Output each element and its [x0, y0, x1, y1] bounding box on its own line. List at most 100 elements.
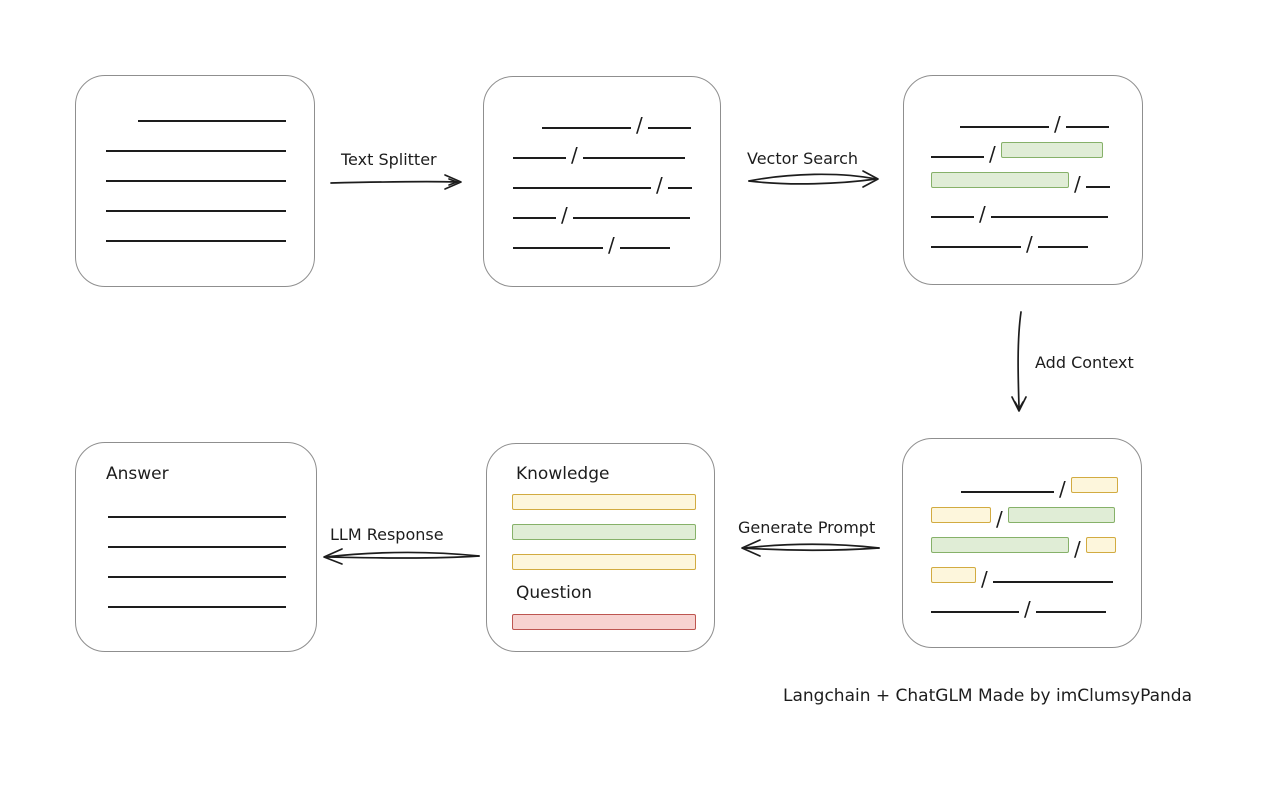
chunk-row: / — [513, 219, 720, 255]
chunk-row: / — [931, 158, 1142, 194]
text-line — [1065, 126, 1109, 128]
chunk-row — [108, 518, 316, 548]
green-highlight-bar — [1007, 507, 1115, 523]
text-line — [106, 210, 286, 212]
text-line — [992, 581, 1113, 583]
chunk-row — [106, 212, 314, 242]
slash-separator: / — [1074, 537, 1081, 561]
text-line — [513, 247, 603, 249]
text-line — [106, 240, 286, 242]
slash-separator: / — [1024, 597, 1031, 621]
text-line — [108, 516, 286, 518]
vector-search-label: Vector Search — [747, 149, 859, 168]
knowledge-bars — [512, 494, 714, 584]
slash-separator: / — [1074, 172, 1081, 196]
slash-separator: / — [1059, 477, 1066, 501]
chunk-row — [106, 122, 314, 152]
generate-prompt-arrow — [741, 539, 880, 557]
text-line — [647, 127, 691, 129]
text-line — [582, 157, 685, 159]
chunk-row — [108, 548, 316, 578]
chunk-row — [106, 182, 314, 212]
caption: Langchain + ChatGLM Made by imClumsyPand… — [783, 686, 1192, 706]
yellow-highlight-bar — [1070, 477, 1118, 493]
chunk-row — [106, 152, 314, 182]
llm-response-arrow — [323, 548, 480, 565]
text-line — [513, 187, 651, 189]
text-line — [572, 217, 690, 219]
context-chunk-lines: / / / / / — [903, 439, 1141, 619]
answer-box: Answer — [75, 442, 317, 652]
question-label: Question — [516, 583, 593, 603]
answer-label: Answer — [106, 464, 169, 484]
slash-separator: / — [996, 507, 1003, 531]
text-line — [108, 606, 286, 608]
text-line — [960, 126, 1049, 128]
slash-separator: / — [561, 203, 568, 227]
chunk-row: / — [931, 523, 1141, 559]
chunk-row: / — [931, 553, 1141, 589]
text-splitter-label: Text Splitter — [341, 150, 437, 169]
question-bars — [512, 614, 714, 644]
text-splitter-arrow — [330, 174, 462, 190]
text-line — [108, 576, 286, 578]
chunk-row: / — [931, 493, 1141, 529]
yellow-prompt-bar — [512, 554, 696, 570]
chunk-row: / — [513, 129, 720, 165]
add-context-arrow — [1011, 311, 1027, 412]
text-line — [931, 246, 1021, 248]
chunk-row: / — [513, 189, 720, 225]
slash-separator: / — [1054, 112, 1061, 136]
text-line — [138, 120, 286, 122]
text-line — [931, 156, 984, 158]
slash-separator: / — [636, 113, 643, 137]
slash-separator: / — [608, 233, 615, 257]
answer-lines — [76, 488, 316, 608]
slash-separator: / — [1026, 232, 1033, 256]
chunk-row — [138, 92, 314, 122]
slash-separator: / — [989, 142, 996, 166]
text-line — [931, 611, 1019, 613]
slash-separator: / — [571, 143, 578, 167]
chunk-row: / — [960, 98, 1142, 134]
chunk-row: / — [542, 99, 720, 135]
yellow-prompt-bar — [512, 494, 696, 510]
text-line — [961, 491, 1054, 493]
text-line — [106, 150, 286, 152]
text-line — [1085, 186, 1110, 188]
chunk-row: / — [931, 188, 1142, 224]
context-chunks-box: / / / / / — [902, 438, 1142, 648]
red-prompt-bar — [512, 614, 696, 630]
matched-chunks-box: / / / / / — [903, 75, 1143, 285]
chunk-row — [108, 578, 316, 608]
text-line — [513, 217, 556, 219]
chunks-box: / / / / / — [483, 76, 721, 287]
chunk-row: / — [513, 159, 720, 195]
chunk-row: / — [931, 583, 1141, 619]
knowledge-label: Knowledge — [516, 464, 610, 484]
generate-prompt-label: Generate Prompt — [738, 518, 876, 537]
vector-search-arrow — [748, 170, 879, 188]
green-prompt-bar — [512, 524, 696, 540]
chunk-lines: / / / / / — [484, 77, 720, 255]
chunk-row: / — [931, 218, 1142, 254]
yellow-highlight-bar — [931, 567, 976, 583]
text-line — [1037, 246, 1088, 248]
prompt-box: Knowledge Question — [486, 443, 715, 652]
text-line — [106, 180, 286, 182]
slash-separator: / — [656, 173, 663, 197]
document-box — [75, 75, 315, 287]
slash-separator: / — [981, 567, 988, 591]
add-context-label: Add Context — [1035, 353, 1134, 372]
text-line — [619, 247, 670, 249]
llm-response-label: LLM Response — [330, 525, 444, 544]
chunk-row: / — [961, 463, 1141, 499]
text-line — [542, 127, 631, 129]
document-lines — [76, 76, 314, 242]
green-highlight-bar — [931, 537, 1069, 553]
chunk-row: / — [931, 128, 1142, 164]
slash-separator: / — [979, 202, 986, 226]
yellow-highlight-bar — [1085, 537, 1116, 553]
text-line — [667, 187, 692, 189]
